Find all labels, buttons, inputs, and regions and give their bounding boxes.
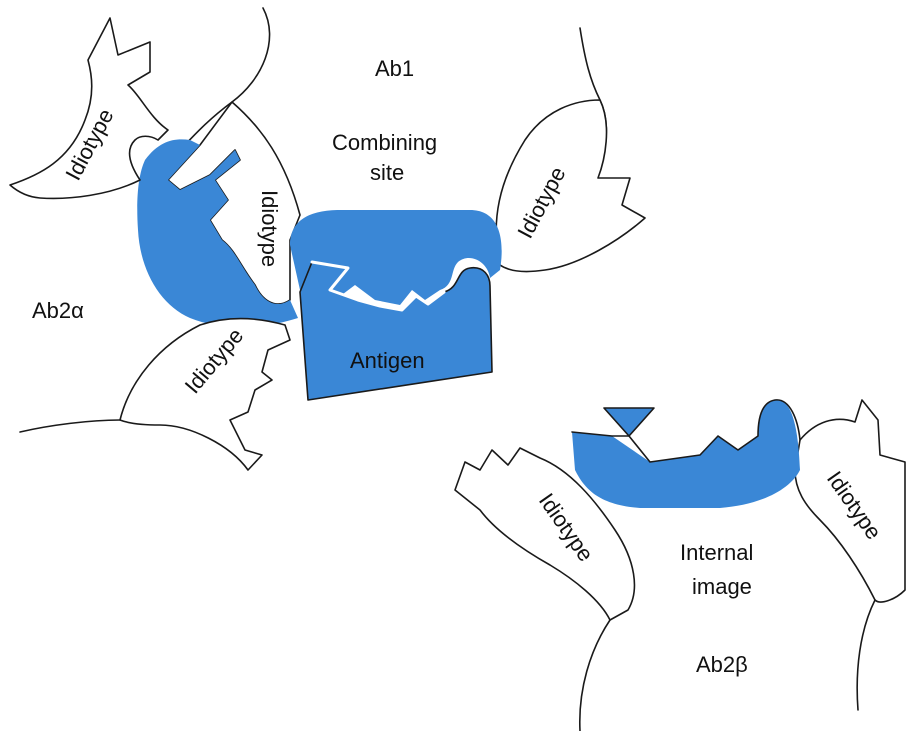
antigen-group: Antigen bbox=[290, 210, 502, 400]
internal-image-triangle bbox=[604, 408, 654, 436]
ab1-right-idiotype-region bbox=[496, 100, 645, 272]
ab1-label: Ab1 bbox=[375, 56, 414, 81]
ab2-beta-right-arm-outline bbox=[857, 600, 875, 710]
combining-site-label-line2: site bbox=[370, 160, 404, 185]
internal-image-label-line1: Internal bbox=[680, 540, 753, 565]
idiotype-label-centre-left: Idiotype bbox=[257, 190, 282, 267]
antigen-label: Antigen bbox=[350, 348, 425, 373]
ab2-alpha-bottom-idiotype bbox=[120, 319, 290, 470]
ab2-beta-antibody bbox=[455, 400, 905, 731]
ab2-alpha-bottom-arm-outline bbox=[20, 420, 120, 432]
internal-image-blue bbox=[572, 400, 800, 508]
ab2-beta-left-arm-outline bbox=[580, 620, 610, 731]
ab2-alpha-label: Ab2α bbox=[32, 298, 84, 323]
ab2-beta-label: Ab2β bbox=[696, 652, 748, 677]
internal-image-label-line2: image bbox=[692, 574, 752, 599]
combining-site-label-line1: Combining bbox=[332, 130, 437, 155]
ab1-right-idiotype-shape bbox=[496, 100, 645, 272]
